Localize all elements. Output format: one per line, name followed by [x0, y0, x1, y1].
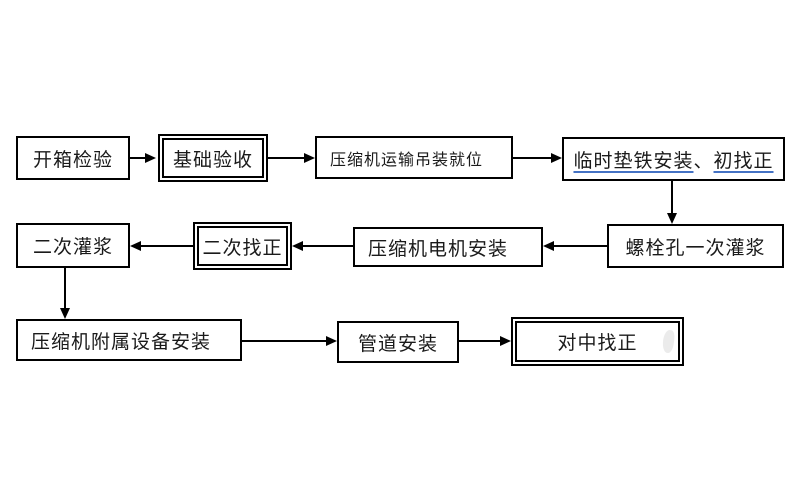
node-label: 开箱检验 [32, 149, 113, 171]
node-label: 压缩机电机安装 [368, 238, 509, 260]
flow-node-foundation-acceptance: 基础验收 [158, 134, 268, 182]
plain-segment: 、 [693, 150, 714, 172]
arrow-line-motor-to-alignment [303, 245, 353, 247]
arrow-head-secondary-grouting-to-auxiliary [60, 308, 70, 319]
arrow-line-foundation-to-transport [268, 157, 304, 159]
underlined-segment: 初找正 [713, 150, 774, 172]
arrow-line-grouting-to-motor [554, 245, 607, 247]
node-label: 压缩机附属设备安装 [31, 331, 212, 353]
arrow-head-pipeline-to-center-alignment [500, 336, 511, 346]
flow-node-unpacking-inspection: 开箱检验 [16, 136, 130, 180]
flow-node-center-alignment: 对中找正 [511, 317, 684, 366]
arrow-head-unpacking-to-foundation [145, 153, 156, 163]
arrow-line-transport-to-shim [513, 157, 551, 159]
flow-node-secondary-grouting: 二次灌浆 [16, 223, 130, 268]
node-label: 临时垫铁安装、初找正 [573, 146, 773, 173]
flow-node-temporary-shim-initial-alignment: 临时垫铁安装、初找正 [562, 137, 785, 181]
flow-node-compressor-auxiliary-equipment-installation: 压缩机附属设备安装 [16, 319, 242, 361]
flow-node-bolt-hole-primary-grouting: 螺栓孔一次灌浆 [607, 224, 784, 268]
arrow-head-transport-to-shim [551, 153, 562, 163]
flow-node-secondary-alignment: 二次找正 [193, 222, 292, 270]
arrow-line-shim-to-grouting [671, 181, 673, 213]
arrow-head-shim-to-grouting [667, 213, 677, 224]
node-label: 螺栓孔一次灌浆 [625, 237, 766, 259]
flow-node-pipeline-installation: 管道安装 [337, 321, 459, 363]
arrow-line-auxiliary-to-pipeline [242, 340, 326, 342]
flow-node-compressor-transport-hoisting: 压缩机运输吊装就位 [315, 136, 513, 179]
arrow-head-foundation-to-transport [304, 153, 315, 163]
arrow-line-secondary-grouting-to-auxiliary [64, 268, 66, 308]
arrow-line-unpacking-to-foundation [130, 157, 147, 159]
node-label: 管道安装 [357, 333, 438, 355]
node-label: 对中找正 [557, 333, 638, 354]
node-label: 二次灌浆 [32, 237, 113, 258]
arrow-head-auxiliary-to-pipeline [326, 336, 337, 346]
arrow-head-grouting-to-motor [543, 241, 554, 251]
arrow-head-motor-to-alignment [292, 241, 303, 251]
arrow-line-alignment-to-secondary-grouting [141, 245, 193, 247]
node-label: 压缩机运输吊装就位 [330, 151, 484, 169]
arrow-head-alignment-to-secondary-grouting [130, 241, 141, 251]
node-label: 二次找正 [202, 237, 283, 259]
arrow-line-pipeline-to-center-alignment [459, 340, 500, 342]
flow-node-compressor-motor-installation: 压缩机电机安装 [353, 227, 543, 267]
node-label: 基础验收 [172, 149, 253, 171]
underlined-segment: 临时垫铁安装 [573, 150, 694, 172]
